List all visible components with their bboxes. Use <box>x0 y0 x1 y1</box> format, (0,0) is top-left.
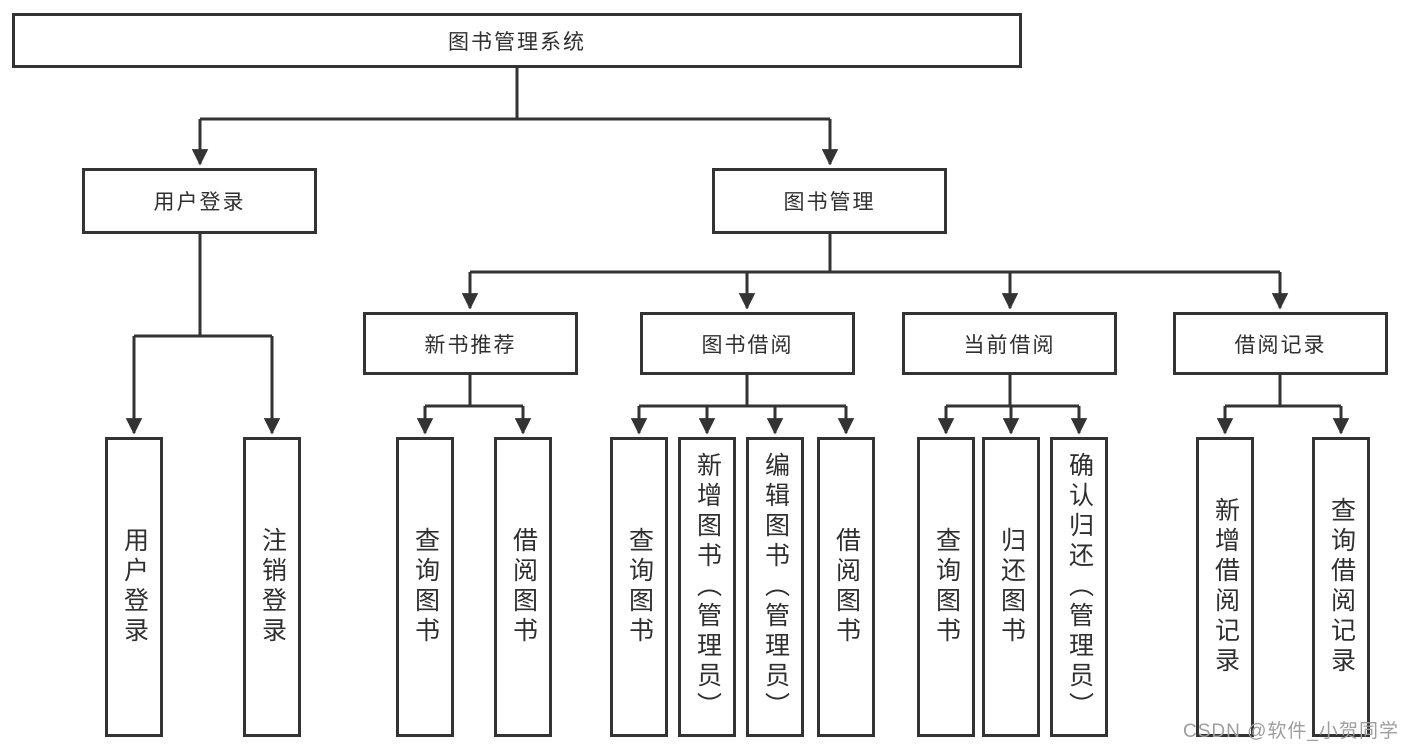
node-leaf-bb-edit-book-admin: 编辑图书（管理员） <box>746 437 804 737</box>
node-leaf-rec-query-book-label: 查询图书 <box>411 527 440 647</box>
node-book-management: 图书管理 <box>712 168 947 234</box>
node-leaf-bb-edit-book-admin-label: 编辑图书（管理员） <box>761 452 790 722</box>
node-book-management-label: 图书管理 <box>783 191 876 214</box>
node-leaf-br-query-record-label: 查询借阅记录 <box>1327 497 1356 677</box>
node-leaf-rec-query-book: 查询图书 <box>396 437 454 737</box>
node-leaf-cb-return-book: 归还图书 <box>982 437 1040 737</box>
node-leaf-bb-borrow-book-label: 借阅图书 <box>832 527 861 647</box>
node-leaf-cb-query-book: 查询图书 <box>917 437 975 737</box>
node-leaf-rec-borrow-book-label: 借阅图书 <box>509 527 538 647</box>
node-leaf-user-login-label: 用户登录 <box>120 527 149 647</box>
node-leaf-cb-confirm-return-admin-label: 确认归还（管理员） <box>1065 452 1094 722</box>
node-borrowing-records: 借阅记录 <box>1173 312 1388 375</box>
node-leaf-br-query-record: 查询借阅记录 <box>1312 437 1370 737</box>
node-user-login-group: 用户登录 <box>82 168 317 234</box>
csdn-watermark: CSDN @软件_小贺同学 <box>1183 721 1399 742</box>
node-current-borrowing-label: 当前借阅 <box>963 333 1056 357</box>
node-leaf-bb-add-book-admin-label: 新增图书（管理员） <box>693 452 722 722</box>
node-new-book-recommendation-label: 新书推荐 <box>424 333 517 357</box>
node-leaf-bb-query-book: 查询图书 <box>610 437 668 737</box>
node-leaf-bb-query-book-label: 查询图书 <box>625 527 654 647</box>
node-book-borrowing: 图书借阅 <box>640 312 855 375</box>
node-leaf-logout: 注销登录 <box>243 437 301 737</box>
node-leaf-br-add-record-label: 新增借阅记录 <box>1211 497 1240 677</box>
node-leaf-rec-borrow-book: 借阅图书 <box>494 437 552 737</box>
node-leaf-user-login: 用户登录 <box>105 437 163 737</box>
node-new-book-recommendation: 新书推荐 <box>363 312 578 375</box>
node-leaf-cb-query-book-label: 查询图书 <box>932 527 961 647</box>
node-leaf-br-add-record: 新增借阅记录 <box>1196 437 1254 737</box>
node-root-label: 图书管理系统 <box>448 30 586 54</box>
node-current-borrowing: 当前借阅 <box>902 312 1117 375</box>
node-book-borrowing-label: 图书借阅 <box>701 333 794 357</box>
node-leaf-logout-label: 注销登录 <box>258 527 287 647</box>
node-leaf-cb-confirm-return-admin: 确认归还（管理员） <box>1050 437 1108 737</box>
node-leaf-bb-add-book-admin: 新增图书（管理员） <box>678 437 736 737</box>
node-user-login-group-label: 用户登录 <box>153 191 246 214</box>
node-leaf-cb-return-book-label: 归还图书 <box>997 527 1026 647</box>
node-borrowing-records-label: 借阅记录 <box>1234 333 1327 357</box>
node-root-library-system: 图书管理系统 <box>12 13 1022 68</box>
node-leaf-bb-borrow-book: 借阅图书 <box>817 437 875 737</box>
